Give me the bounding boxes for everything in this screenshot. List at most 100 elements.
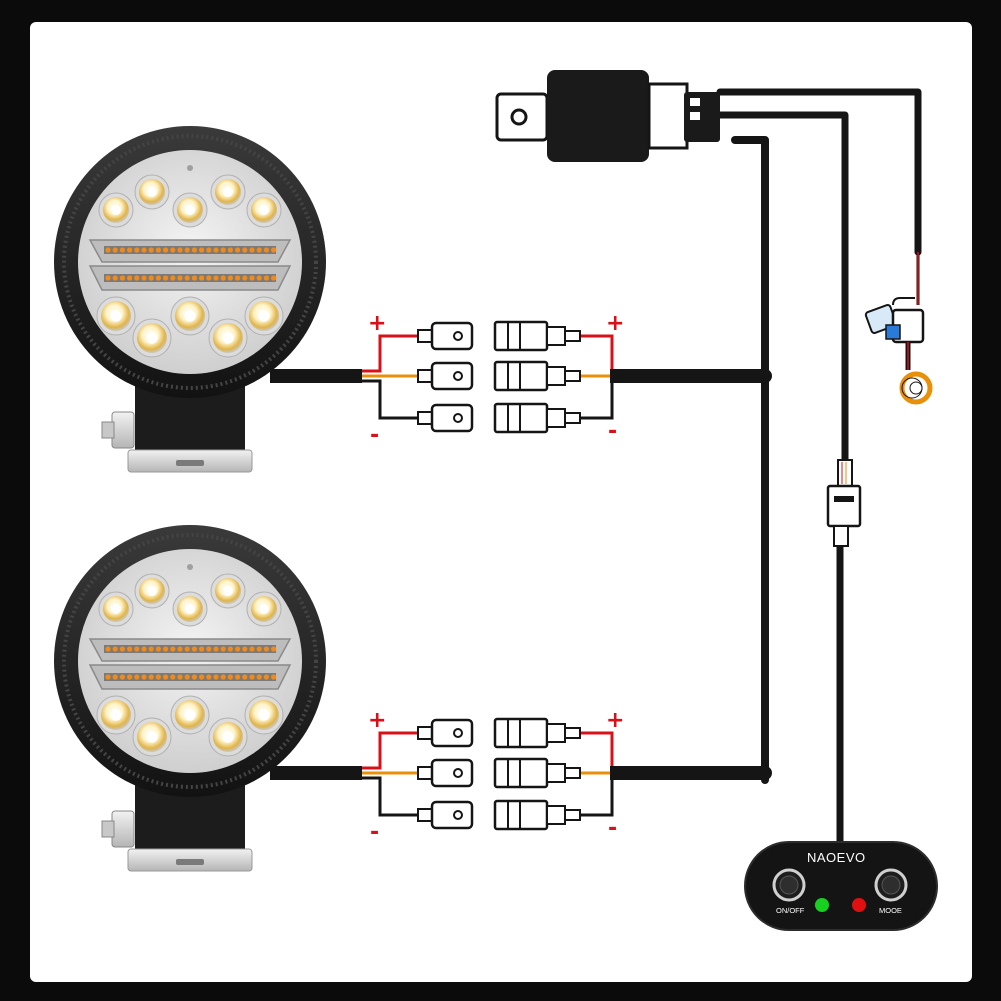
amber-led xyxy=(177,646,183,652)
female-terminals xyxy=(493,320,581,434)
led-core xyxy=(185,205,195,215)
amber-led-row xyxy=(105,247,277,281)
connector-top-sleeve xyxy=(837,459,853,487)
relay-socket xyxy=(684,92,720,142)
lamp-bezel-ring xyxy=(62,533,318,789)
relay-collar xyxy=(647,82,689,150)
amber-led xyxy=(163,646,169,652)
amber-led xyxy=(213,247,219,253)
amber-led xyxy=(271,646,277,652)
led-core xyxy=(110,709,122,721)
amber-led xyxy=(206,646,212,652)
amber-led xyxy=(127,275,133,281)
amber-led xyxy=(155,247,161,253)
amber-led xyxy=(155,674,161,680)
amber-led xyxy=(191,674,197,680)
amber-led-bar xyxy=(88,239,292,263)
amber-led xyxy=(249,275,255,281)
led-core xyxy=(259,205,269,215)
amber-led xyxy=(256,674,262,680)
amber-led xyxy=(235,275,241,281)
amber-led xyxy=(184,275,190,281)
amber-led xyxy=(213,674,219,680)
lamp-mount-slot xyxy=(176,859,204,865)
amber-led xyxy=(263,674,269,680)
amber-led xyxy=(256,646,262,652)
amber-led xyxy=(227,275,233,281)
amber-led-row xyxy=(105,646,277,680)
amber-led xyxy=(141,646,147,652)
amber-led xyxy=(271,247,277,253)
fuse-blade xyxy=(885,324,901,340)
connector-bottom-sleeve xyxy=(833,525,849,547)
lead-negative-left xyxy=(362,379,420,420)
led-core xyxy=(110,310,122,322)
led-core xyxy=(222,731,234,743)
led-core xyxy=(184,709,196,721)
connector-icon xyxy=(826,459,862,547)
amber-led xyxy=(163,275,169,281)
led-core xyxy=(258,709,270,721)
positive-label: + xyxy=(368,708,386,733)
amber-led xyxy=(127,674,133,680)
work-light-icon xyxy=(54,126,326,473)
amber-led xyxy=(256,275,262,281)
amber-led xyxy=(271,674,277,680)
negative-label: - xyxy=(608,816,617,841)
amber-led xyxy=(263,646,269,652)
amber-led xyxy=(191,275,197,281)
amber-led xyxy=(112,275,118,281)
relay-pin-slot xyxy=(690,112,700,120)
amber-led xyxy=(184,646,190,652)
amber-led xyxy=(213,646,219,652)
amber-led xyxy=(249,646,255,652)
led-core xyxy=(111,604,121,614)
amber-led xyxy=(105,674,111,680)
amber-led xyxy=(263,247,269,253)
lamp-mount-slot xyxy=(176,460,204,466)
amber-led xyxy=(249,247,255,253)
amber-led xyxy=(155,646,161,652)
connector-housing xyxy=(826,484,862,528)
led-core xyxy=(185,604,195,614)
male-terminals xyxy=(417,718,474,830)
fuse-cap-strap xyxy=(892,297,915,306)
lamp-bezel-ring xyxy=(62,134,318,390)
switch-brand: NAOEVO xyxy=(807,850,866,865)
amber-led xyxy=(141,247,147,253)
connector-latch xyxy=(834,496,854,502)
switch-panel-body xyxy=(744,841,938,931)
amber-led xyxy=(263,275,269,281)
amber-led xyxy=(155,275,161,281)
lamp-sensor-dot xyxy=(187,165,193,171)
amber-led-bar xyxy=(88,664,292,690)
amber-led xyxy=(105,275,111,281)
amber-led xyxy=(220,646,226,652)
amber-led xyxy=(119,275,125,281)
amber-led xyxy=(220,247,226,253)
amber-led xyxy=(184,674,190,680)
led-core xyxy=(259,604,269,614)
amber-led xyxy=(206,674,212,680)
amber-led xyxy=(119,646,125,652)
amber-led xyxy=(170,674,176,680)
led-core xyxy=(184,310,196,322)
amber-led xyxy=(220,674,226,680)
amber-led xyxy=(235,646,241,652)
harness-trunk xyxy=(731,136,769,784)
amber-led xyxy=(170,275,176,281)
light-wiring-lower: + - + - xyxy=(270,708,640,845)
amber-led xyxy=(105,646,111,652)
positive-label: + xyxy=(606,708,624,733)
led-core xyxy=(258,310,270,322)
lamp-bolt xyxy=(111,810,135,848)
amber-led xyxy=(127,247,133,253)
amber-led xyxy=(199,247,205,253)
negative-label: - xyxy=(370,423,379,448)
relay-pin-slot xyxy=(690,98,700,106)
amber-led xyxy=(119,247,125,253)
amber-led xyxy=(148,646,154,652)
amber-led xyxy=(242,674,248,680)
female-terminals xyxy=(493,717,581,831)
relay-body xyxy=(547,70,649,162)
